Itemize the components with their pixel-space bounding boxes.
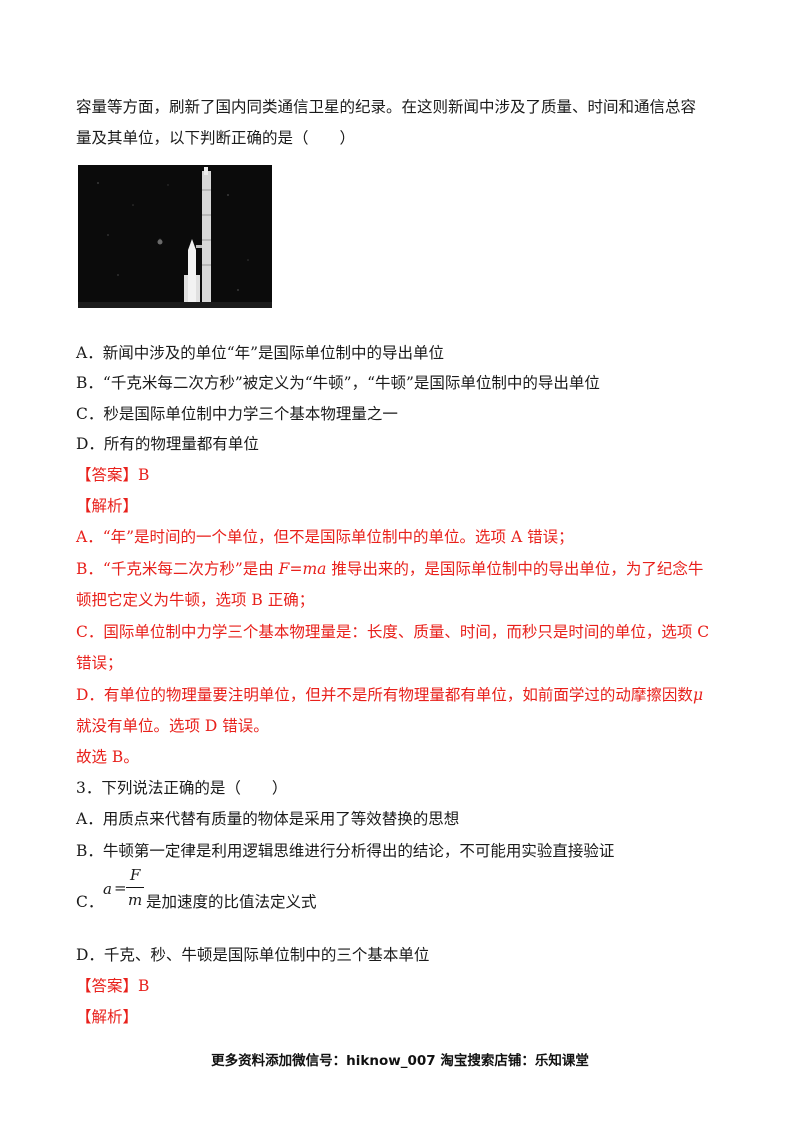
q2-analysis-d-line1: D．有单位的物理量要注明单位，但并不是所有物理量都有单位，如前面学过的动摩擦因数… xyxy=(76,685,703,705)
q3-option-c-text: 是加速度的比值法定义式 xyxy=(146,893,317,911)
formula-denominator: m xyxy=(128,891,143,909)
q2-option-d: D．所有的物理量都有单位 xyxy=(76,435,259,453)
answer-tag: 【答案】 xyxy=(76,977,139,995)
answer-tag: 【答案】 xyxy=(76,466,139,484)
formula-equals: = xyxy=(289,560,303,578)
q2-answer: 【答案】B xyxy=(76,465,149,485)
q2-analysis-c-line1: C．国际单位制中力学三个基本物理量是：长度、质量、时间，而秒只是时间的单位，选项… xyxy=(76,623,710,641)
q2-analysis-d-line2: 就没有单位。选项 D 错误。 xyxy=(76,717,269,735)
q2-conclusion: 故选 B。 xyxy=(76,748,139,766)
answer-value: B xyxy=(138,466,150,484)
q3-analysis-tag: 【解析】 xyxy=(76,1008,139,1026)
formula-numerator: F xyxy=(130,866,141,884)
mu-symbol: μ xyxy=(692,686,704,704)
q2-analysis-a: A．“年”是时间的一个单位，但不是国际单位制中的单位。选项 A 错误； xyxy=(76,528,574,546)
q2-option-c: C．秒是国际单位制中力学三个基本物理量之一 xyxy=(76,405,398,423)
formula-a: a xyxy=(103,880,112,898)
intro-line-1: 容量等方面，刷新了国内同类通信卫星的纪录。在这则新闻中涉及了质量、时间和通信总容 xyxy=(76,98,697,116)
q3-option-a: A．用质点来代替有质量的物体是采用了等效替换的思想 xyxy=(76,810,460,828)
q2-option-a: A．新闻中涉及的单位“年”是国际单位制中的导出单位 xyxy=(76,344,445,362)
page-footer: 更多资料添加微信号：hiknow_007 淘宝搜索店铺：乐知课堂 xyxy=(211,1053,589,1069)
analysis-b-suffix: 推导出来的，是国际单位制中的导出单位，为了纪念牛 xyxy=(326,560,704,578)
q3-option-d: D．千克、秒、牛顿是国际单位制中的三个基本单位 xyxy=(76,946,430,964)
answer-value: B xyxy=(138,977,150,995)
formula-eq: = xyxy=(114,879,127,897)
formula-f: F xyxy=(278,560,290,578)
intro-line-2: 量及其单位，以下判断正确的是（ ） xyxy=(76,129,356,147)
q2-analysis-c-line2: 错误； xyxy=(76,654,123,672)
q3-stem: 3．下列说法正确的是（ ） xyxy=(76,779,288,797)
q3-option-b: B．牛顿第一定律是利用逻辑思维进行分析得出的结论，不可能用实验直接验证 xyxy=(76,842,615,860)
rocket-illustration xyxy=(78,165,272,308)
q2-option-b: B．“千克米每二次方秒”被定义为“牛顿”，“牛顿”是国际单位制中的导出单位 xyxy=(76,374,600,392)
analysis-b-prefix: B．“千克米每二次方秒”是由 xyxy=(76,560,279,578)
rocket-launch-photo xyxy=(78,165,272,308)
fraction-bar xyxy=(126,887,144,888)
q2-analysis-b-line1: B．“千克米每二次方秒”是由 F=ma 推导出来的，是国际单位制中的导出单位，为… xyxy=(76,559,703,579)
formula-ma: ma xyxy=(302,560,327,578)
analysis-d-text: D．有单位的物理量要注明单位，但并不是所有物理量都有单位，如前面学过的动摩擦因数 xyxy=(76,686,693,704)
q2-analysis-b-line2: 顿把它定义为牛顿，选项 B 正确； xyxy=(76,591,315,609)
q3-answer: 【答案】B xyxy=(76,976,149,996)
q3-option-c-label: C． xyxy=(76,893,104,911)
q2-analysis-tag: 【解析】 xyxy=(76,497,139,515)
